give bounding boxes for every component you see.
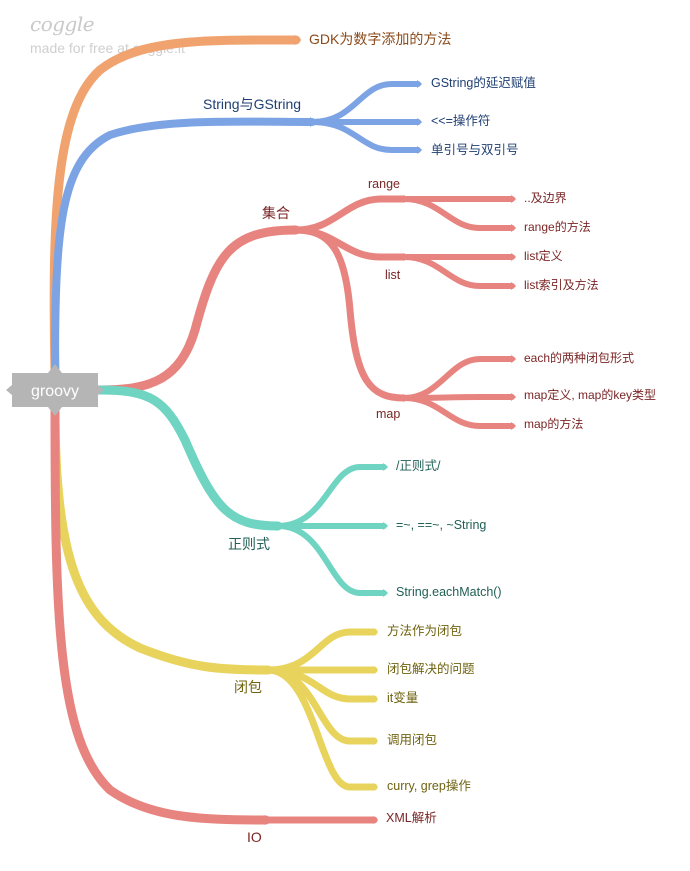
branch-regex-child [275,523,387,596]
branch-string-child [309,81,421,125]
branch-map [292,226,408,402]
branch-map-child [401,395,515,429]
branch-map-child [401,356,515,401]
arrow-string-child [417,146,423,154]
node-string-child-2[interactable]: <<=操作符 [431,113,490,128]
branch-list-child [401,254,515,289]
node-closure-child-3[interactable]: it变量 [387,690,418,705]
node-string[interactable]: String与GString [203,96,301,112]
arrow-list-child [511,253,517,261]
arrow-gdk [295,35,302,45]
arrow-range-child [511,195,517,203]
branch-range [292,195,408,234]
node-jihe[interactable]: 集合 [262,205,290,221]
branch-gdk [49,35,301,377]
arrow-map-child [511,355,517,363]
node-io-child-1[interactable]: XML解析 [386,811,437,825]
branch-regex [95,385,283,531]
node-labels: groovy GDK为数字添加的方法 String与GString GStrin… [6,31,656,845]
node-list-child-1[interactable]: list定义 [524,248,563,263]
node-list-child-2[interactable]: list索引及方法 [524,277,599,292]
arrow-closure-child [373,783,379,791]
arrow-map-child [511,422,517,430]
branch-lines [49,35,517,825]
node-range-child-2[interactable]: range的方法 [524,219,591,234]
arrow-regex-child [383,522,389,530]
root-node-connector-top [48,364,62,373]
arrow-closure-child [373,628,379,636]
node-regex-child-3[interactable]: String.eachMatch() [396,585,502,599]
node-closure-child-2[interactable]: 闭包解决的问题 [387,661,475,676]
root-label: groovy [31,383,79,400]
root-node-connector-bottom [48,407,62,416]
branch-jihe [95,225,301,395]
branch-range-child [401,196,515,231]
branch-string-child [309,119,421,153]
node-gdk[interactable]: GDK为数字添加的方法 [309,31,451,47]
root-node-shape [6,373,104,407]
node-list[interactable]: list [385,268,401,282]
branch-closure-child [264,666,378,791]
branch-closure-child [264,666,378,745]
arrow-string-child [417,118,423,126]
node-regex-child-1[interactable]: /正则式/ [396,459,441,473]
arrow-closure-child [373,666,379,674]
arrow-map-child [511,393,517,401]
node-range-child-1[interactable]: ..及边界 [524,191,567,205]
arrow-regex-child [383,463,389,471]
arrow-list-child [511,282,517,290]
root-node[interactable]: groovy [6,364,104,416]
node-regex-child-2[interactable]: =~, ==~, ~String [396,518,486,532]
arrow-closure-child [373,695,379,703]
node-closure-child-5[interactable]: curry, grep操作 [387,778,471,793]
branch-closure-child [264,628,378,674]
node-closure-child-1[interactable]: 方法作为闭包 [387,623,462,638]
branch-closure [50,403,273,675]
arrow-range-child [511,224,517,232]
arrow-regex-child [383,589,389,597]
arrow-closure-child [373,737,379,745]
node-regex[interactable]: 正则式 [228,536,270,552]
node-map[interactable]: map [376,407,400,421]
node-map-child-3[interactable]: map的方法 [524,416,583,431]
arrow-string-child [417,80,423,88]
branch-string [51,117,316,376]
node-range[interactable]: range [368,177,400,191]
node-map-child-2[interactable]: map定义, map的key类型 [524,387,656,402]
arrow-io-child [373,816,379,824]
node-string-child-3[interactable]: 单引号与双引号 [431,143,519,157]
branch-io [50,403,271,825]
coggle-logo: coggle [30,12,95,36]
node-string-child-1[interactable]: GString的延迟赋值 [431,75,536,90]
branch-regex-child [275,464,387,529]
node-closure[interactable]: 闭包 [234,679,262,695]
node-io[interactable]: IO [247,829,262,845]
node-map-child-1[interactable]: each的两种闭包形式 [524,350,634,365]
node-closure-child-4[interactable]: 调用闭包 [387,733,437,747]
